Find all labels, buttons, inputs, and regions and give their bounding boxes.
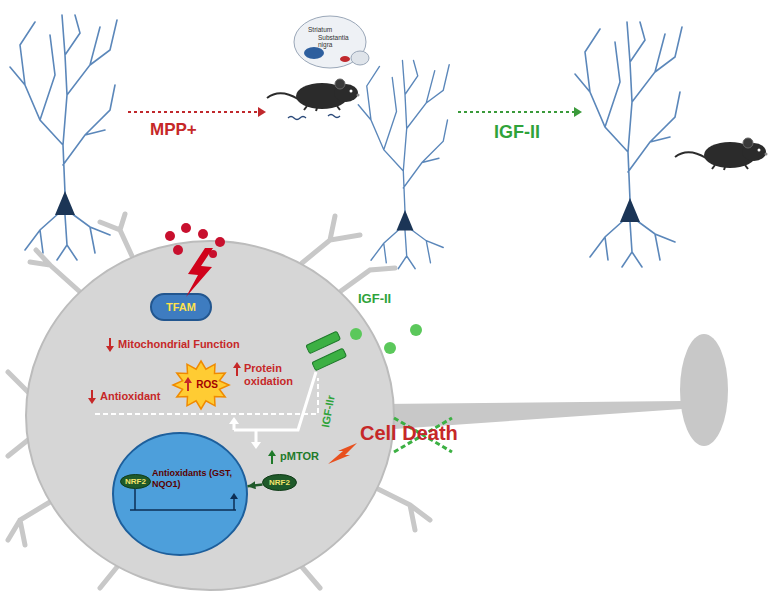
healthy-mouse <box>675 138 768 170</box>
dashed-bracket <box>95 378 318 414</box>
node-text: Protein oxidation <box>244 362 306 387</box>
nrf2-protein: NRF2 <box>262 474 297 491</box>
node-text: pMTOR <box>280 450 319 463</box>
up-arrow <box>184 362 241 391</box>
cross-mark <box>394 418 452 452</box>
up-arrow <box>268 450 276 464</box>
death-bolt <box>328 443 357 464</box>
cell-body: Mitochondrial FunctionProtein oxidationA… <box>25 240 395 591</box>
tremor-mouse <box>267 79 360 111</box>
ros-burst: ROS <box>172 360 230 410</box>
arrowhead <box>229 417 239 424</box>
toxic-bolt <box>186 248 213 297</box>
mpp-arrow <box>128 107 266 117</box>
node-text: Antioxidants (GST, NQO1) <box>152 468 240 490</box>
brain-region-label: Striatum <box>308 26 332 33</box>
igf-molecules <box>350 324 422 354</box>
tremor-lines <box>288 115 340 120</box>
nucleus: Antioxidants (GST, NQO1) NRF2 <box>112 432 248 556</box>
treatment-label: IGF-II <box>494 122 540 143</box>
ligand-label: IGF-II <box>358 292 391 307</box>
nrf2-protein: NRF2 <box>120 474 151 489</box>
node-text: ROS <box>196 379 218 391</box>
igf-arrow <box>458 107 582 117</box>
receptor <box>306 331 347 371</box>
activation-arrow <box>248 485 263 487</box>
down-arrow <box>88 338 114 404</box>
mitochondrion: TFAM <box>150 293 212 321</box>
nucleus-shape <box>112 432 248 556</box>
node-text: NRF2 <box>125 477 146 486</box>
signal-arrow <box>234 372 316 442</box>
outcome-label: Cell Death <box>360 422 458 445</box>
mpp-particles <box>165 223 225 258</box>
node-text: Antioxidant <box>100 390 161 403</box>
mouse-brain <box>294 16 369 68</box>
arrowhead <box>251 442 261 449</box>
brain-region-label: Substantia nigra <box>318 34 358 48</box>
node-text: NRF2 <box>269 478 290 487</box>
rescued-neuron <box>575 22 682 267</box>
node-text: Mitochondrial Function <box>118 338 240 351</box>
node-text: TFAM <box>166 301 196 314</box>
toxin-label: MPP+ <box>150 120 197 140</box>
damaged-neuron <box>358 60 449 268</box>
